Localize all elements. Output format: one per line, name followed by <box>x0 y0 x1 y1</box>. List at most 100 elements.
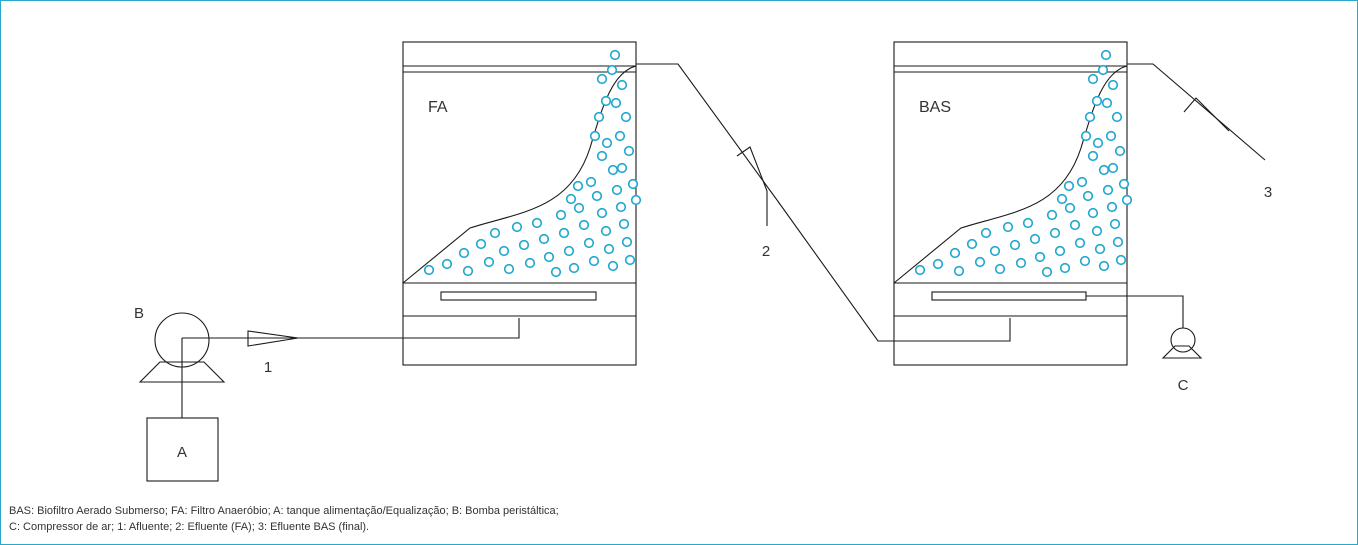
bas-media-bubbles <box>914 49 1133 278</box>
media-bubble <box>1087 150 1099 162</box>
media-bubble <box>1098 260 1110 272</box>
media-bubble <box>624 254 636 266</box>
media-bubble <box>611 184 623 196</box>
media-bubble <box>531 217 543 229</box>
final-effluent-arrow <box>1183 97 1230 132</box>
media-bubble <box>994 263 1006 275</box>
media-bubble <box>1094 243 1106 255</box>
media-bubble <box>423 264 435 276</box>
media-bubble <box>980 227 992 239</box>
final-effluent-line: 3 <box>1127 63 1272 201</box>
media-bubble <box>588 255 600 267</box>
media-bubble <box>966 238 978 250</box>
fa-effluent-line: 2 <box>636 63 1011 342</box>
pump-base <box>138 361 226 383</box>
final-effluent-label: 3 <box>1264 184 1272 201</box>
media-bubble <box>593 111 605 123</box>
media-bubble <box>583 237 595 249</box>
media-bubble <box>462 265 474 277</box>
fa-media-boundary <box>402 65 637 284</box>
media-bubble <box>1087 73 1099 85</box>
media-bubble <box>596 207 608 219</box>
media-bubble <box>1080 130 1092 142</box>
media-bubble <box>1049 227 1061 239</box>
media-bubble <box>1114 145 1126 157</box>
media-bubble <box>1084 111 1096 123</box>
aerated-biofilter: BAS <box>893 41 1133 366</box>
media-bubble <box>1112 236 1124 248</box>
media-bubble <box>1102 184 1114 196</box>
media-bubble <box>591 190 603 202</box>
fa-effluent-label: 2 <box>762 243 770 260</box>
media-bubble <box>550 266 562 278</box>
media-bubble <box>1076 176 1088 188</box>
media-bubble <box>503 263 515 275</box>
media-bubble <box>1107 162 1119 174</box>
media-bubble <box>607 164 619 176</box>
fa-media-bubbles <box>423 49 642 278</box>
caption-line-1: BAS: Biofiltro Aerado Submerso; FA: Filt… <box>9 505 559 517</box>
media-bubble <box>627 178 639 190</box>
air-line <box>1086 295 1184 328</box>
media-bubble <box>1121 194 1133 206</box>
media-bubble <box>596 73 608 85</box>
media-bubble <box>1064 202 1076 214</box>
peristaltic-pump: B <box>134 305 226 418</box>
influent-pipe <box>182 318 520 347</box>
media-bubble <box>1091 225 1103 237</box>
media-bubble <box>572 180 584 192</box>
media-bubble <box>616 162 628 174</box>
media-bubble <box>618 218 630 230</box>
media-bubble <box>603 243 615 255</box>
media-bubble <box>1056 193 1068 205</box>
media-bubble <box>1054 245 1066 257</box>
media-bubble <box>1115 254 1127 266</box>
media-bubble <box>483 256 495 268</box>
media-bubble <box>596 150 608 162</box>
media-bubble <box>621 236 633 248</box>
media-bubble <box>1041 266 1053 278</box>
media-bubble <box>1059 262 1071 274</box>
fa-distributor <box>440 291 597 301</box>
media-bubble <box>932 258 944 270</box>
media-bubble <box>565 193 577 205</box>
media-bubble <box>989 245 1001 257</box>
media-bubble <box>623 145 635 157</box>
media-bubble <box>563 245 575 257</box>
media-bubble <box>1091 95 1103 107</box>
media-bubble <box>600 225 612 237</box>
media-bubble <box>600 95 612 107</box>
fa-effluent-pipe-2 <box>776 199 1011 342</box>
media-bubble <box>475 238 487 250</box>
feed-tank-label: A <box>177 444 187 461</box>
media-bubble <box>555 209 567 221</box>
media-bubble <box>914 264 926 276</box>
media-bubble <box>601 137 613 149</box>
media-bubble <box>1063 180 1075 192</box>
media-bubble <box>498 245 510 257</box>
media-bubble <box>1029 233 1041 245</box>
air-compressor: C <box>1086 295 1203 394</box>
final-effluent-pipe <box>1127 63 1266 161</box>
media-bubble <box>524 257 536 269</box>
media-bubble <box>538 233 550 245</box>
media-bubble <box>953 265 965 277</box>
media-bubble <box>620 111 632 123</box>
media-bubble <box>1074 237 1086 249</box>
media-bubble <box>518 239 530 251</box>
media-bubble <box>585 176 597 188</box>
media-bubble <box>568 262 580 274</box>
anaerobic-filter: FA <box>402 41 642 366</box>
media-bubble <box>441 258 453 270</box>
media-bubble <box>949 247 961 259</box>
fa-label: FA <box>428 99 448 116</box>
figure-caption: BAS: Biofiltro Aerado Submerso; FA: Filt… <box>9 503 559 535</box>
media-bubble <box>1046 209 1058 221</box>
media-bubble <box>630 194 642 206</box>
media-bubble <box>489 227 501 239</box>
media-bubble <box>1022 217 1034 229</box>
media-bubble <box>607 260 619 272</box>
compressor-base <box>1161 345 1203 359</box>
media-bubble <box>1069 219 1081 231</box>
